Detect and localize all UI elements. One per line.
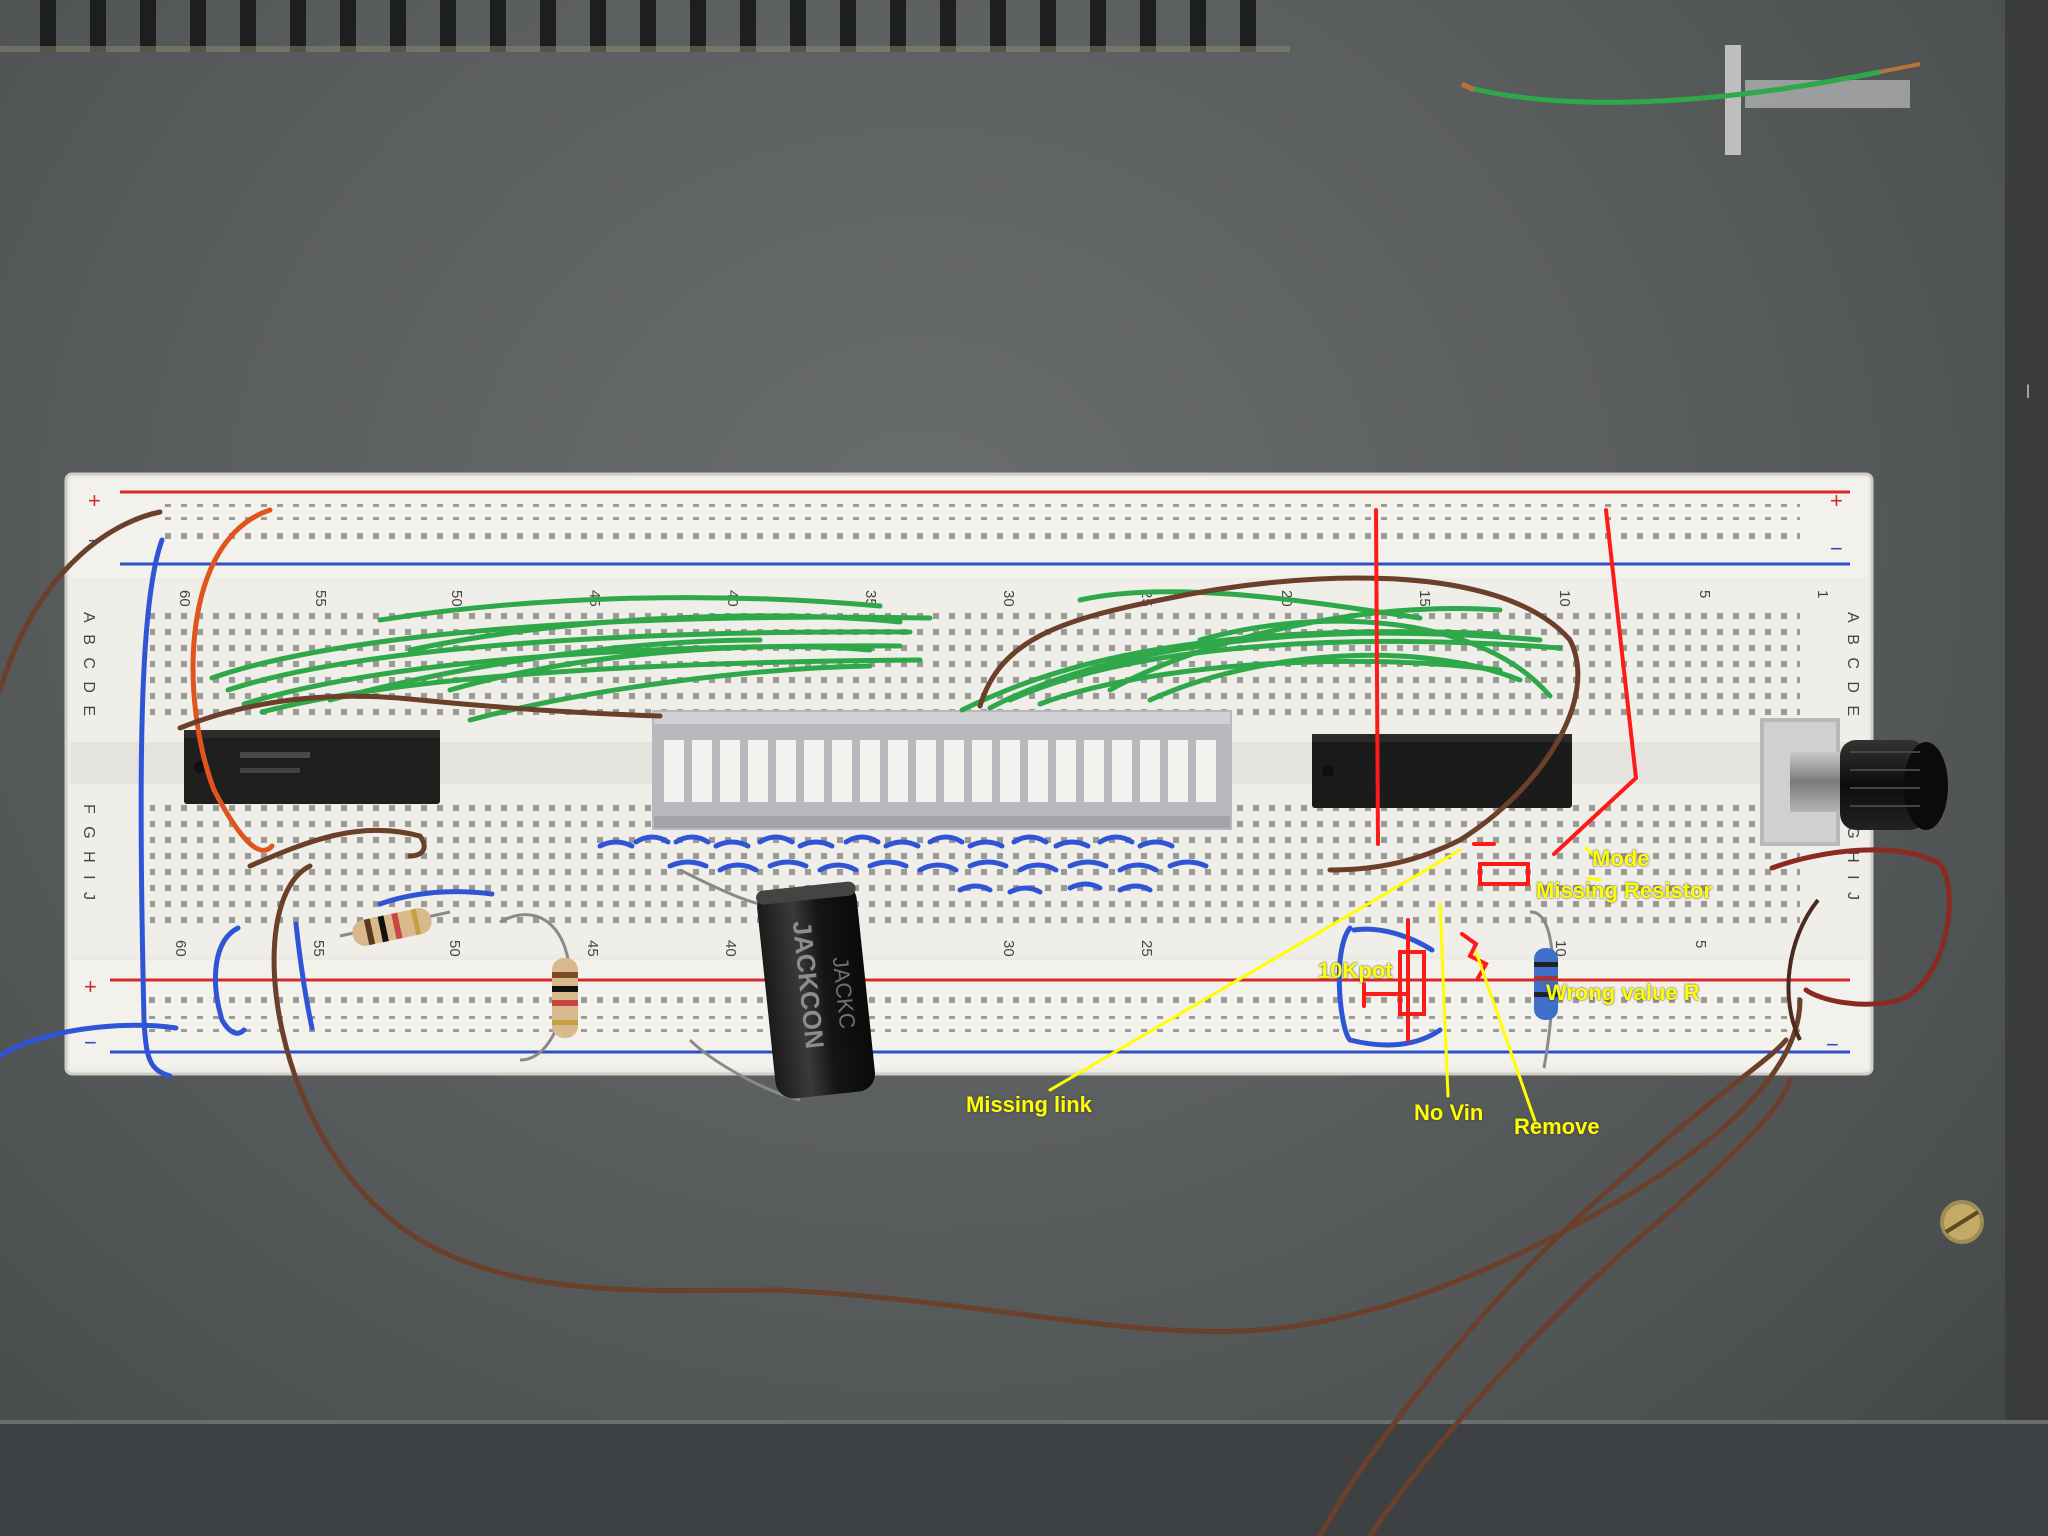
svg-text:+: + bbox=[1830, 488, 1843, 513]
svg-text:−: − bbox=[1826, 1032, 1839, 1057]
svg-text:40: 40 bbox=[722, 940, 739, 957]
loose-green-wire bbox=[1460, 45, 1921, 155]
blue-wires-left bbox=[0, 537, 1443, 1079]
svg-text:10: 10 bbox=[1556, 590, 1573, 607]
annotation-10k-pot: 10Kpot bbox=[1318, 958, 1393, 983]
annotation-missing-link: Missing link bbox=[966, 1092, 1092, 1117]
case-edge bbox=[2005, 0, 2048, 1536]
row-letters-left-bottom: F G H I J bbox=[80, 804, 97, 904]
row-letters-left-top: A B C D E bbox=[80, 612, 97, 720]
svg-text:60: 60 bbox=[172, 940, 189, 957]
brown-wires bbox=[0, 509, 1803, 1536]
svg-text:50: 50 bbox=[448, 590, 465, 607]
svg-text:+: + bbox=[84, 974, 97, 999]
blue-jumpers bbox=[597, 834, 1209, 895]
svg-text:60: 60 bbox=[176, 590, 193, 607]
orange-wire bbox=[190, 507, 275, 853]
svg-text:1: 1 bbox=[1814, 590, 1831, 598]
green-wires-right bbox=[959, 589, 1563, 713]
annotation-missing-resistor: Missing Resistor bbox=[1536, 878, 1713, 903]
svg-text:30: 30 bbox=[1000, 590, 1017, 607]
svg-text:+: + bbox=[88, 488, 101, 513]
potentiometer bbox=[1760, 718, 1948, 846]
annotation-mode: Mode bbox=[1592, 846, 1650, 871]
case-vent-slots bbox=[40, 0, 1256, 52]
svg-text:55: 55 bbox=[312, 590, 329, 607]
case-edge-marking: l bbox=[2026, 382, 2030, 402]
red-wire-right bbox=[1769, 847, 1952, 1007]
annotation-wrong-value-r: Wrong value R bbox=[1546, 980, 1700, 1005]
green-wires-left bbox=[209, 595, 933, 723]
svg-text:15: 15 bbox=[1416, 590, 1433, 607]
resistor-left bbox=[339, 908, 451, 946]
svg-text:−: − bbox=[1830, 536, 1843, 561]
svg-text:45: 45 bbox=[584, 940, 601, 957]
red-annotations bbox=[1362, 508, 1639, 1042]
annotation-no-vin: No Vin bbox=[1414, 1100, 1484, 1125]
row-letters-right-top: A B C D E bbox=[1844, 612, 1861, 720]
svg-text:50: 50 bbox=[446, 940, 463, 957]
ic-chip-left bbox=[184, 730, 440, 804]
column-numbers-bottom: 60 55 50 45 40 30 25 10 5 bbox=[172, 940, 1709, 957]
resistor-vertical bbox=[499, 913, 578, 1062]
resistor-blue bbox=[1529, 910, 1558, 1069]
brown-wire-short bbox=[1786, 898, 1820, 1041]
ic-chip-right bbox=[1312, 734, 1572, 808]
svg-text:5: 5 bbox=[1696, 590, 1713, 598]
svg-text:25: 25 bbox=[1138, 940, 1155, 957]
capacitor: JACKCON JACKC bbox=[679, 868, 876, 1102]
svg-text:5: 5 bbox=[1692, 940, 1709, 948]
led-bar-graph bbox=[652, 710, 1232, 830]
yellow-annotation-lines bbox=[1048, 846, 1602, 1126]
svg-text:55: 55 bbox=[310, 940, 327, 957]
case-bottom-lip bbox=[0, 1420, 2048, 1536]
annotation-remove: Remove bbox=[1514, 1114, 1600, 1139]
svg-text:10: 10 bbox=[1552, 940, 1569, 957]
svg-text:−: − bbox=[84, 1030, 97, 1055]
svg-text:30: 30 bbox=[1000, 940, 1017, 957]
screw bbox=[1940, 1200, 1984, 1244]
